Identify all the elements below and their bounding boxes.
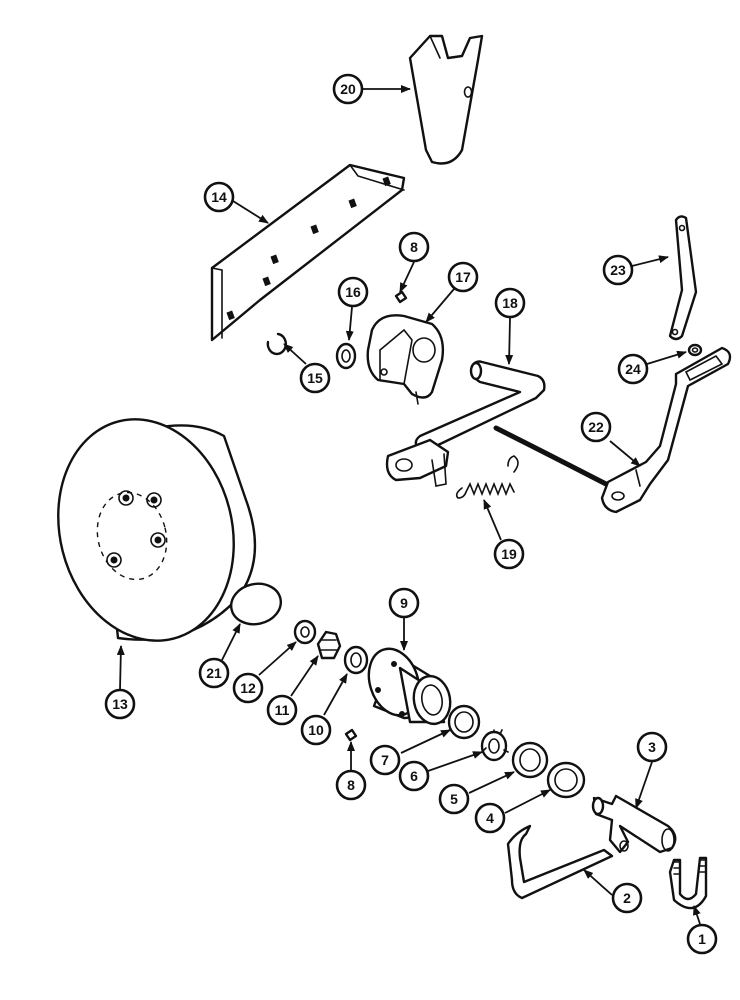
part-23-link-bar: [668, 215, 698, 341]
part-4-seal: [546, 761, 586, 799]
callout-10: 10: [300, 714, 332, 746]
svg-text:12: 12: [240, 680, 256, 696]
svg-text:11: 11: [275, 702, 290, 718]
part-6-bearing-cone: [480, 729, 509, 762]
svg-text:19: 19: [501, 546, 517, 562]
part-1-u-bolt: [668, 856, 708, 910]
callout-21: 21: [198, 657, 230, 689]
svg-text:21: 21: [206, 665, 222, 681]
part-12-washer: [293, 619, 317, 645]
part-11-castle-nut: [316, 630, 342, 660]
callout-8-top: 8: [398, 231, 430, 263]
callout-13: 13: [104, 688, 136, 720]
svg-text:20: 20: [340, 81, 356, 97]
svg-text:8: 8: [410, 239, 418, 255]
callout-3: 3: [636, 731, 668, 763]
cable: [493, 425, 609, 487]
svg-text:7: 7: [381, 752, 389, 768]
part-19-spring: [455, 455, 519, 499]
svg-text:5: 5: [450, 791, 458, 807]
part-13-gauge-wheel: [57, 418, 257, 642]
part-8-nut-top: [394, 290, 408, 304]
svg-text:13: 13: [112, 696, 128, 712]
part-16-washer: [335, 342, 357, 370]
callout-22: 22: [580, 411, 612, 443]
callout-18: 18: [494, 287, 526, 319]
svg-text:2: 2: [623, 890, 631, 906]
callout-23: 23: [602, 254, 634, 286]
callout-16: 16: [337, 276, 369, 308]
svg-text:16: 16: [345, 284, 361, 300]
callout-14: 14: [203, 181, 235, 213]
callout-5: 5: [438, 783, 470, 815]
part-8-nut-bottom: [344, 728, 358, 742]
leader-lines: [116, 85, 701, 925]
callout-6: 6: [398, 760, 430, 792]
svg-text:8: 8: [347, 777, 355, 793]
svg-text:6: 6: [410, 768, 418, 784]
callout-19: 19: [493, 538, 525, 570]
svg-text:4: 4: [486, 810, 494, 826]
callout-12: 12: [232, 672, 264, 704]
part-21-dust-cap: [229, 582, 283, 626]
svg-text:23: 23: [610, 262, 626, 278]
part-24-washer: [687, 343, 703, 357]
part-20-shank-bracket: [408, 34, 484, 165]
svg-text:10: 10: [308, 722, 324, 738]
svg-text:9: 9: [400, 595, 408, 611]
svg-text:15: 15: [307, 370, 323, 386]
callout-11: 11: [266, 694, 298, 726]
svg-text:3: 3: [648, 739, 656, 755]
part-10-bearing-cone: [343, 645, 369, 675]
callout-7: 7: [369, 744, 401, 776]
part-15-snap-ring: [266, 332, 288, 356]
part-17-pivot-bracket: [366, 314, 445, 405]
part-18-crank-arm: [385, 360, 546, 487]
svg-text:18: 18: [502, 295, 518, 311]
part-5-bearing-cup: [511, 741, 549, 779]
svg-text:24: 24: [625, 361, 641, 377]
part-7-bearing-cup: [447, 704, 481, 740]
callout-15: 15: [299, 362, 331, 394]
part-3-spindle: [591, 794, 677, 854]
callout-24: 24: [617, 353, 649, 385]
svg-text:1: 1: [698, 931, 706, 947]
part-9-hub: [367, 647, 452, 726]
callout-8-bottom: 8: [335, 769, 367, 801]
part-22-lever-arm: [600, 346, 732, 514]
callout-9: 9: [388, 587, 420, 619]
callout-2: 2: [611, 882, 643, 914]
callout-17: 17: [447, 261, 479, 293]
callout-20: 20: [332, 73, 364, 105]
part-14-scraper-blade: [210, 163, 406, 342]
svg-text:17: 17: [455, 269, 471, 285]
part-2-axle-rod: [506, 824, 614, 900]
svg-text:22: 22: [588, 419, 604, 435]
svg-text:14: 14: [211, 189, 227, 205]
callout-1: 1: [686, 923, 718, 955]
callout-4: 4: [474, 802, 506, 834]
